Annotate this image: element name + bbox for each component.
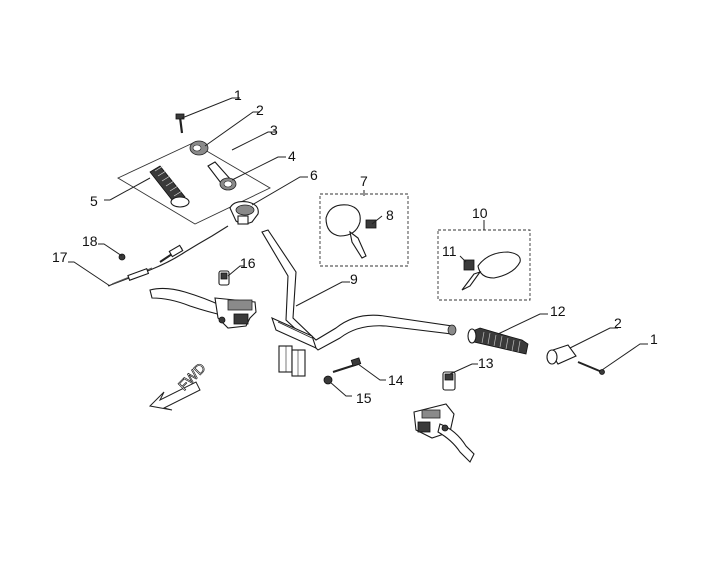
- end-cap-screw-right: [577, 361, 605, 375]
- bar-end-weight-left: [189, 140, 209, 156]
- left-switch-cap: [218, 270, 230, 286]
- throttle-sleeve: [207, 161, 237, 191]
- throttle-housing: [229, 201, 259, 225]
- callout-11: 11: [442, 243, 457, 259]
- callout-5: 5: [90, 193, 98, 209]
- callout-9: 9: [350, 271, 358, 287]
- callout-10: 10: [472, 205, 488, 221]
- throttle-cable: [107, 225, 229, 287]
- right-grip: [467, 327, 529, 355]
- bar-collar-right: [447, 324, 457, 336]
- callout-1-top: 1: [234, 87, 242, 103]
- end-cap-screw-left: [175, 113, 185, 134]
- callout-3: 3: [270, 122, 278, 138]
- callout-2-right: 2: [614, 315, 622, 331]
- leader-lines: [68, 97, 648, 397]
- left-grip: [149, 165, 190, 208]
- forward-direction-arrow: FWD: [148, 359, 209, 411]
- handlebar-clamp-blocks: [278, 345, 306, 377]
- callout-7: 7: [360, 173, 368, 189]
- left-mirror-nut: [365, 219, 377, 229]
- right-brake-lever-assembly: [413, 403, 475, 463]
- callout-14: 14: [388, 372, 404, 388]
- callout-15: 15: [356, 390, 372, 406]
- callout-16: 16: [240, 255, 256, 271]
- callout-labels: 1 2 3 4 5 6 7 8 9 10 11 12 2 1 13 14 15 …: [52, 87, 658, 406]
- callout-18: 18: [82, 233, 98, 249]
- right-mirror: [461, 251, 521, 291]
- left-mirror: [325, 204, 367, 259]
- callout-13: 13: [478, 355, 494, 371]
- bar-end-weight-right: [546, 344, 577, 365]
- callout-4: 4: [288, 148, 296, 164]
- left-grip-group-outline: [117, 142, 271, 225]
- callout-12: 12: [550, 303, 566, 319]
- clamp-bolt: [332, 357, 362, 373]
- callout-1-right: 1: [650, 331, 658, 347]
- right-switch-cap: [442, 371, 456, 391]
- callout-8: 8: [386, 207, 394, 223]
- callout-17: 17: [52, 249, 68, 265]
- right-mirror-nut: [463, 259, 475, 271]
- callout-2-top: 2: [256, 102, 264, 118]
- left-brake-lever-assembly: [149, 287, 257, 329]
- callout-6: 6: [310, 167, 318, 183]
